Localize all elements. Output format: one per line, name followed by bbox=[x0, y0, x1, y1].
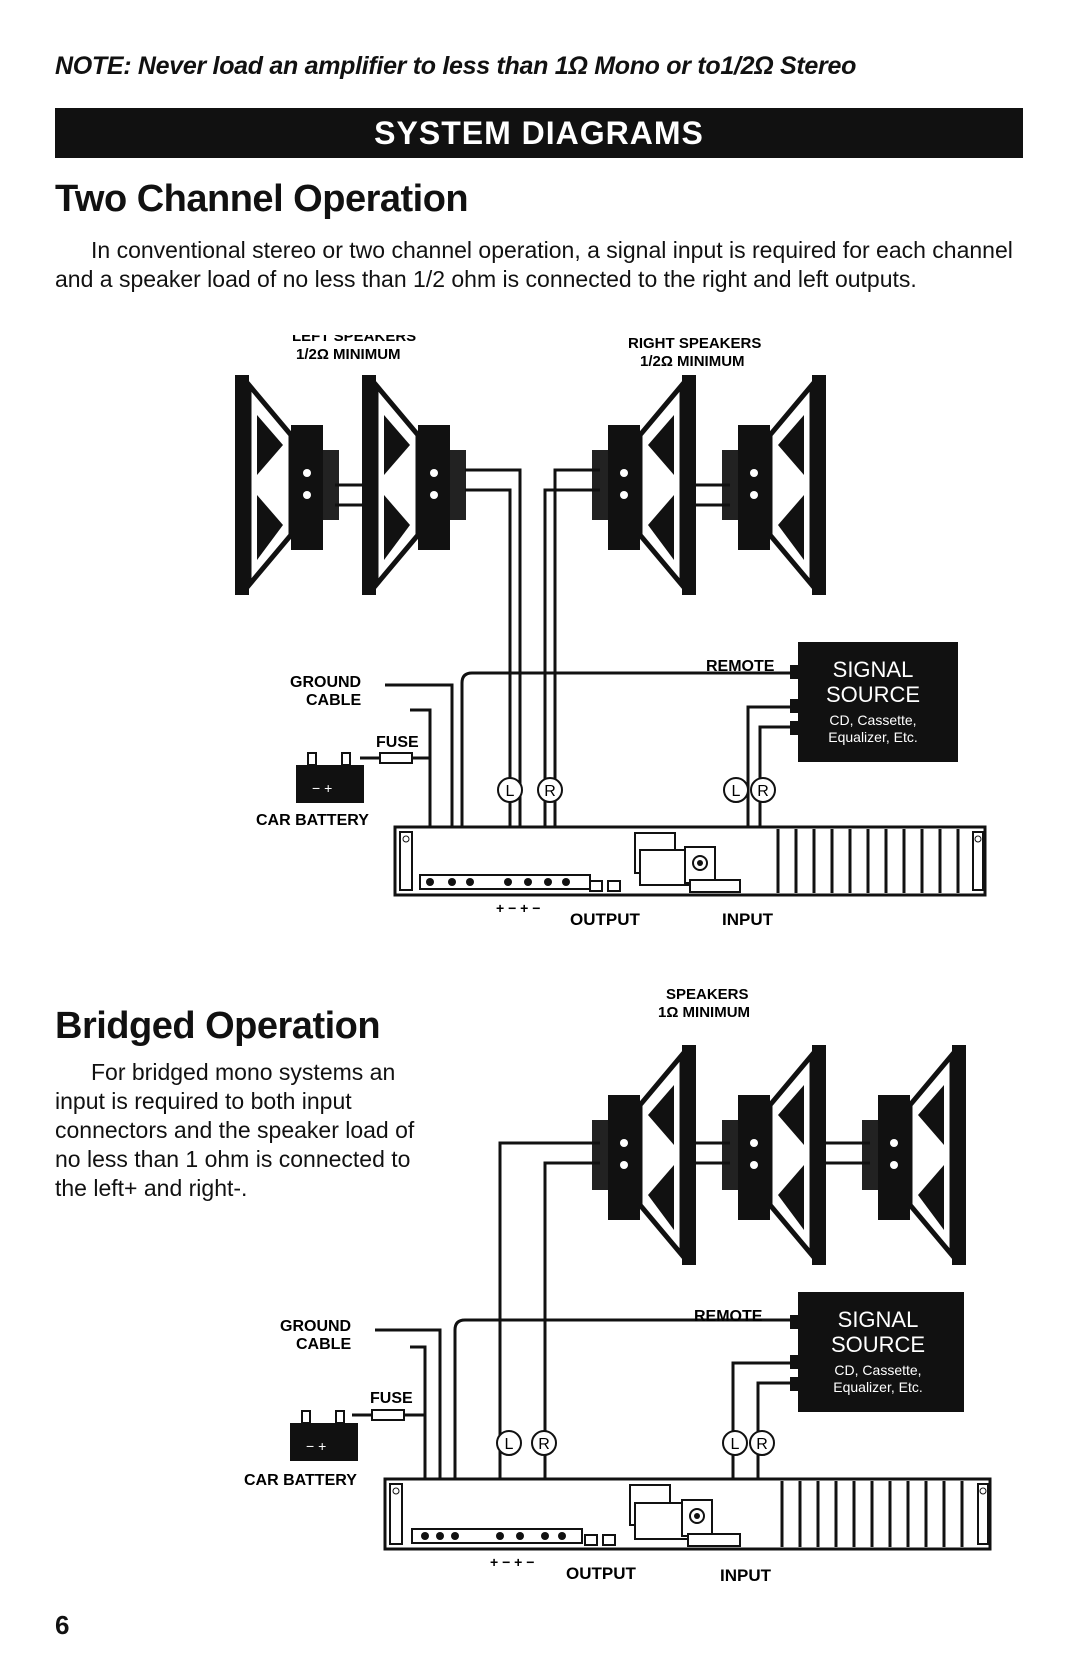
battery-terminals: − + bbox=[312, 780, 332, 796]
bridged-signal-line2: SOURCE bbox=[831, 1332, 925, 1357]
output-label: OUTPUT bbox=[570, 910, 641, 929]
bridged-signal-sub1: CD, Cassette, bbox=[834, 1362, 921, 1378]
bridged-speakers-minimum: 1Ω MINIMUM bbox=[658, 1004, 750, 1021]
bridged-output-l: L bbox=[505, 1436, 514, 1453]
signal-source-line1: SIGNAL bbox=[833, 657, 914, 682]
two-channel-heading: Two Channel Operation bbox=[55, 178, 469, 220]
right-speaker-2 bbox=[722, 375, 826, 595]
bridged-speaker-3 bbox=[862, 1045, 966, 1265]
two-channel-diagram: LEFT SPEAKERS 1/2Ω MINIMUM RIGHT SPEAKER… bbox=[235, 335, 987, 929]
bridged-fuse-icon bbox=[371, 1409, 405, 1421]
bridged-car-battery-label: CAR BATTERY bbox=[244, 1472, 357, 1489]
signal-source-sub2: Equalizer, Etc. bbox=[828, 729, 918, 745]
signal-source-box: SIGNAL SOURCE CD, Cassette, Equalizer, E… bbox=[790, 642, 958, 762]
page-number: 6 bbox=[55, 1610, 70, 1640]
section-banner: SYSTEM DIAGRAMS bbox=[55, 108, 1023, 158]
bridged-signal-source-box: SIGNAL SOURCE CD, Cassette, Equalizer, E… bbox=[790, 1292, 964, 1412]
bridged-output-label: OUTPUT bbox=[566, 1564, 637, 1583]
bridged-input-r: R bbox=[756, 1436, 768, 1453]
remote-label: REMOTE bbox=[706, 658, 775, 675]
bridged-output-r: R bbox=[538, 1436, 550, 1453]
bridged-heading: Bridged Operation bbox=[55, 1005, 381, 1047]
right-speaker-1 bbox=[592, 375, 696, 595]
note-text: NOTE: Never load an amplifier to less th… bbox=[55, 52, 857, 80]
bridged-ground-label: GROUND bbox=[280, 1318, 351, 1335]
signal-source-sub1: CD, Cassette, bbox=[829, 712, 916, 728]
left-speaker-1 bbox=[235, 375, 339, 595]
bridged-paragraph-text: For bridged mono systems an input is req… bbox=[55, 1059, 415, 1201]
bridged-speaker-2 bbox=[722, 1045, 826, 1265]
output-lr-markers: L R bbox=[497, 777, 563, 803]
right-speakers-minimum: 1/2Ω MINIMUM bbox=[640, 353, 745, 370]
left-speakers-label: LEFT SPEAKERS bbox=[292, 335, 416, 345]
bridged-diagram: SPEAKERS 1Ω MINIMUM bbox=[244, 986, 992, 1585]
bridged-amplifier bbox=[383, 1477, 992, 1551]
bridged-paragraph: For bridged mono systems an input is req… bbox=[55, 1058, 415, 1203]
two-channel-paragraph: In conventional stereo or two channel op… bbox=[55, 236, 1015, 294]
output-r-label: R bbox=[544, 783, 556, 800]
bridged-output-lr-markers: L R bbox=[496, 1430, 557, 1456]
amplifier bbox=[393, 825, 987, 897]
signal-source-line2: SOURCE bbox=[826, 682, 920, 707]
ground-label: GROUND bbox=[290, 674, 361, 691]
fuse-label: FUSE bbox=[376, 734, 419, 751]
bridged-speaker-1 bbox=[592, 1045, 696, 1265]
left-speaker-2 bbox=[362, 375, 466, 595]
bridged-car-battery-icon: − + bbox=[290, 1410, 358, 1461]
bridged-remote-label: REMOTE bbox=[694, 1308, 763, 1325]
car-battery-icon: − + bbox=[296, 752, 364, 803]
bridged-signal-line1: SIGNAL bbox=[838, 1307, 919, 1332]
bridged-signal-sub2: Equalizer, Etc. bbox=[833, 1379, 923, 1395]
bridged-wires bbox=[375, 1141, 870, 1530]
fuse-icon bbox=[379, 752, 413, 764]
input-lr-markers: L R bbox=[723, 777, 776, 803]
bridged-input-l: L bbox=[731, 1436, 740, 1453]
right-speakers-label: RIGHT SPEAKERS bbox=[628, 335, 761, 352]
bridged-ground-cable-label: CABLE bbox=[296, 1336, 351, 1353]
bridged-battery-terminals: − + bbox=[306, 1438, 326, 1454]
output-polarity: + − + − bbox=[496, 900, 540, 916]
left-speakers-minimum: 1/2Ω MINIMUM bbox=[296, 346, 401, 363]
ground-cable-label: CABLE bbox=[306, 692, 361, 709]
two-channel-paragraph-text: In conventional stereo or two channel op… bbox=[55, 237, 1013, 292]
output-l-label: L bbox=[506, 783, 515, 800]
input-r-label: R bbox=[757, 783, 769, 800]
car-battery-label: CAR BATTERY bbox=[256, 812, 369, 829]
bridged-speakers-label: SPEAKERS bbox=[666, 986, 749, 1003]
bridged-input-lr-markers: L R bbox=[722, 1430, 775, 1456]
input-l-label: L bbox=[732, 783, 741, 800]
bridged-output-polarity: + − + − bbox=[490, 1554, 534, 1570]
input-label: INPUT bbox=[722, 910, 774, 929]
bridged-fuse-label: FUSE bbox=[370, 1390, 413, 1407]
bridged-input-label: INPUT bbox=[720, 1566, 772, 1585]
